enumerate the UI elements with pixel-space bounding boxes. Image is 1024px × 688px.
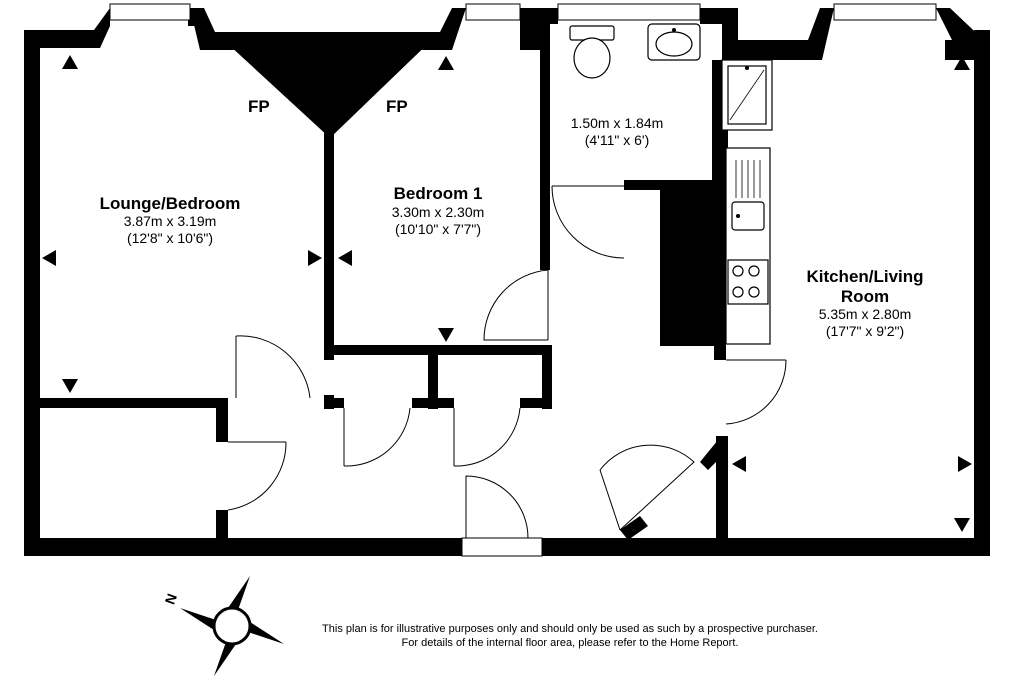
door-front xyxy=(465,475,529,539)
toilet-icon xyxy=(569,25,615,79)
windows xyxy=(109,3,937,557)
door-bedroom xyxy=(483,269,549,341)
room-dimensions-imperial: (4'11" x 6') xyxy=(585,132,650,148)
marker-down xyxy=(438,328,454,342)
door-hall-left xyxy=(227,441,287,511)
door-cupboard-1 xyxy=(343,407,411,467)
fireplace-label-left: FP xyxy=(248,97,270,116)
room-dimensions-imperial: (12'8" x 10'6") xyxy=(127,230,213,246)
window-bathroom xyxy=(557,3,701,21)
shower-tray-icon xyxy=(721,59,773,131)
bathroom-fixtures xyxy=(569,23,773,131)
marker-right xyxy=(308,250,322,266)
marker-up xyxy=(954,56,970,70)
door-lounge xyxy=(235,335,311,399)
disclaimer-line-2: For details of the internal floor area, … xyxy=(402,637,739,649)
window-lounge xyxy=(109,3,191,21)
room-dimensions-imperial: (17'7" x 9'2") xyxy=(826,323,904,339)
chimney-breast xyxy=(215,32,440,138)
door-hall-angled xyxy=(599,444,695,531)
room-label-kitchen: Kitchen/Living Room 5.35m x 2.80m (17'7"… xyxy=(806,267,923,339)
room-name-line1: Kitchen/Living xyxy=(806,267,923,286)
internal-walls xyxy=(24,20,728,556)
room-dimensions-metric: 5.35m x 2.80m xyxy=(819,306,912,322)
dimension-markers xyxy=(42,55,972,532)
room-label-bedroom: Bedroom 1 3.30m x 2.30m (10'10" x 7'7") xyxy=(392,184,485,237)
door-cupboard-2 xyxy=(453,407,521,467)
doors xyxy=(227,185,787,539)
door-kitchen xyxy=(725,359,787,425)
kitchen-fixtures xyxy=(725,147,771,345)
room-name: Lounge/Bedroom xyxy=(100,194,241,213)
door-bathroom xyxy=(551,185,625,259)
sink-icon xyxy=(647,23,701,61)
marker-left xyxy=(338,250,352,266)
marker-right xyxy=(958,456,972,472)
room-name: Bedroom 1 xyxy=(394,184,483,203)
room-name-line2: Room xyxy=(841,287,889,306)
marker-down xyxy=(62,379,78,393)
hob-icon xyxy=(727,259,769,305)
marker-left xyxy=(732,456,746,472)
window-bedroom xyxy=(465,3,521,21)
compass-icon: N xyxy=(162,576,284,676)
room-dimensions-metric: 1.50m x 1.84m xyxy=(571,115,664,131)
drainer-icon xyxy=(735,160,761,198)
disclaimer-line-1: This plan is for illustrative purposes o… xyxy=(322,623,818,635)
marker-up xyxy=(438,56,454,70)
marker-left xyxy=(42,250,56,266)
kitchen-sink-icon xyxy=(731,201,765,231)
marker-down xyxy=(954,518,970,532)
room-dimensions-metric: 3.87m x 3.19m xyxy=(124,213,217,229)
front-door-frame xyxy=(461,537,543,557)
room-dimensions-metric: 3.30m x 2.30m xyxy=(392,204,485,220)
marker-up xyxy=(62,55,78,69)
window-kitchen xyxy=(833,3,937,21)
room-label-bathroom: 1.50m x 1.84m (4'11" x 6') xyxy=(571,115,664,148)
room-dimensions-imperial: (10'10" x 7'7") xyxy=(395,221,481,237)
north-label: N xyxy=(162,591,180,606)
room-label-lounge: Lounge/Bedroom 3.87m x 3.19m (12'8" x 10… xyxy=(100,194,241,246)
fireplace-label-right: FP xyxy=(386,97,408,116)
